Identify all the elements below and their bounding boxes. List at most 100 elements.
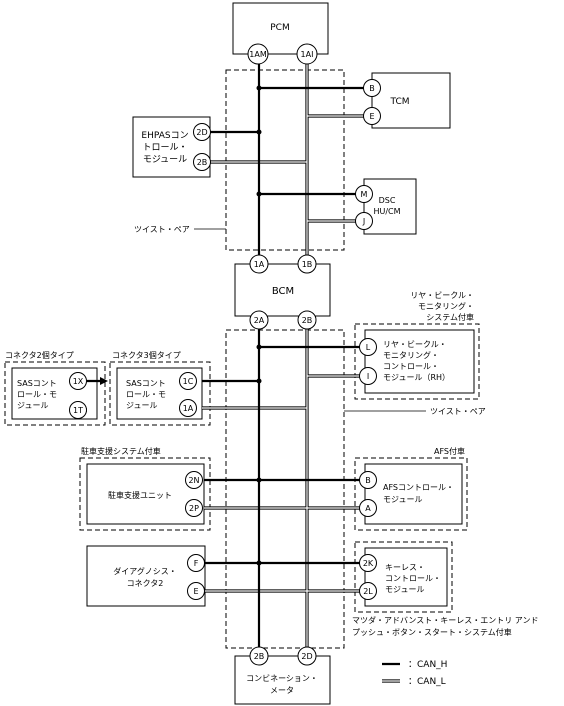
pin-dsc-l — [355, 212, 373, 230]
legend: ：CAN_H ：CAN_L — [382, 660, 447, 687]
pin-dsc-h — [355, 185, 373, 203]
diag-box — [86, 545, 206, 607]
pin-combi-h-label: 2B — [254, 652, 265, 661]
keyless-option-enclosure — [354, 541, 453, 613]
sas2-arrow-icon — [100, 377, 108, 385]
pin-diag-l — [187, 582, 205, 600]
pin-park-l — [185, 499, 203, 517]
parking-box — [86, 463, 205, 525]
pin-bcm-bot-l-label: 2B — [302, 316, 313, 325]
sas2-label-3: ジュール — [17, 401, 48, 410]
ehpas-label-1: EHPASコン — [141, 131, 188, 141]
sas3-type-label: コネクタ3個タイプ — [112, 350, 181, 360]
pin-sas3-l — [179, 399, 197, 417]
sas3-label-2: ロール・モ — [126, 390, 166, 399]
pin-sas2-h — [69, 372, 87, 390]
pin-rvm-l — [359, 367, 377, 385]
sas3-label-1: SASコント — [126, 379, 166, 388]
pin-key-h — [359, 554, 377, 572]
pin-sas3-l-label: 1A — [183, 404, 194, 413]
rvm-option-label-2: モニタリング・ — [418, 301, 474, 311]
pin-diag-h-label: F — [194, 559, 199, 568]
rvm-option-label-3: システム付車 — [426, 312, 474, 322]
keyless-label-1: キーレス・ — [385, 563, 425, 572]
pin-ehpas-l-label: 2B — [197, 158, 208, 167]
diag-label-2: コネクタ2 — [127, 579, 164, 588]
rvm-option-enclosure — [354, 323, 480, 400]
pin-diag-l-label: E — [193, 587, 198, 596]
pin-pcm-l-label: 1AI — [301, 50, 314, 59]
pin-bcm-bot-l — [297, 310, 317, 330]
rvm-option-label-1: リヤ・ビークル・ — [410, 291, 474, 300]
pin-bcm-top-l — [297, 254, 317, 274]
afs-option-enclosure — [354, 457, 468, 531]
keyless-option-label-1: マツダ・アドバンスト・キーレス・エントリ アンド — [352, 615, 538, 625]
pin-tcm-l — [363, 107, 381, 125]
dsc-box — [363, 178, 417, 235]
rvm-label-3: コントロール・ — [383, 362, 439, 371]
tcm-box — [371, 72, 451, 129]
keyless-label-3: モジュール — [385, 585, 424, 594]
pin-sas2-h-label: 1X — [73, 377, 84, 386]
pin-combi-h — [249, 646, 269, 666]
pcm-label: PCM — [270, 23, 289, 33]
twist-pair-enclosure-upper — [225, 69, 345, 251]
pin-bcm-top-l-label: 1B — [302, 260, 313, 269]
pin-afs-l-label: A — [365, 504, 371, 513]
pin-park-h — [185, 471, 203, 489]
dsc-label-2: HU/CM — [373, 207, 400, 216]
pin-bcm-bot-h-label: 2A — [254, 316, 265, 325]
pin-key-l — [359, 582, 377, 600]
combi-label-1: コンビネーション・ — [246, 674, 318, 683]
tcm-label: TCM — [389, 97, 409, 107]
twist-pair-enclosure-lower — [225, 329, 345, 649]
keyless-label-2: コントロール・ — [385, 574, 441, 583]
combi-box — [234, 655, 331, 705]
sas3-label-3: ジュール — [126, 401, 157, 410]
sas2-label-1: SASコント — [17, 379, 57, 388]
pin-key-h-label: 2K — [363, 559, 374, 568]
pin-pcm-h-label: 1AM — [249, 50, 267, 59]
pin-tcm-l-label: E — [369, 112, 374, 121]
pin-ehpas-h — [193, 123, 211, 141]
keyless-box — [364, 547, 448, 607]
sas2-type-label: コネクタ2個タイプ — [5, 350, 74, 360]
bcm-box — [234, 263, 331, 317]
junction-dots — [256, 85, 262, 566]
twist-pair-label-lower: ツイスト・ペア — [430, 407, 486, 416]
rvm-label-1: リヤ・ビークル・ — [383, 340, 447, 349]
pins: 1AM 1AI B E 2D 2B M J 1A 1B 2A 2B L I 1C… — [69, 43, 381, 666]
pin-bcm-top-h — [249, 254, 269, 274]
parking-option-label: 駐車支援システム付車 — [81, 446, 161, 456]
sas3-option-enclosure — [109, 361, 211, 426]
pin-combi-l-label: 2D — [301, 652, 312, 661]
legend-can-h-label: ：CAN_H — [408, 660, 447, 670]
sas2-label-2: ロール・モ — [17, 390, 57, 399]
pin-park-l-label: 2P — [189, 504, 199, 513]
pin-sas3-h-label: 1C — [183, 377, 194, 386]
pin-rvm-h-label: L — [366, 343, 371, 352]
legend-can-l-label: ：CAN_L — [408, 677, 446, 687]
combi-label-2: メータ — [270, 686, 294, 695]
ehpas-label-3: モジュール — [143, 155, 187, 165]
pin-dsc-l-label: J — [362, 217, 365, 226]
twist-pair-label-upper: ツイスト・ペア — [134, 225, 190, 234]
pin-rvm-l-label: I — [367, 372, 369, 381]
pin-bcm-top-h-label: 1A — [254, 260, 265, 269]
rvm-label-4: モジュール（RH） — [383, 373, 450, 382]
afs-box — [364, 463, 463, 525]
rvm-label-2: モニタリング・ — [383, 350, 439, 360]
pin-tcm-h — [363, 79, 381, 97]
pin-bcm-bot-h — [249, 310, 269, 330]
pin-pcm-h — [247, 43, 269, 65]
bcm-label: BCM — [272, 286, 294, 297]
rvm-box — [364, 329, 475, 394]
afs-label-2: モジュール — [383, 495, 422, 504]
pin-afs-l — [359, 499, 377, 517]
pin-tcm-h-label: B — [369, 84, 375, 93]
dsc-label-1: DSC — [379, 196, 396, 205]
pin-diag-h — [187, 554, 205, 572]
pin-pcm-l — [296, 43, 318, 65]
keyless-option-label-2: プッシュ・ボタン・スタート・システム付車 — [352, 627, 512, 637]
